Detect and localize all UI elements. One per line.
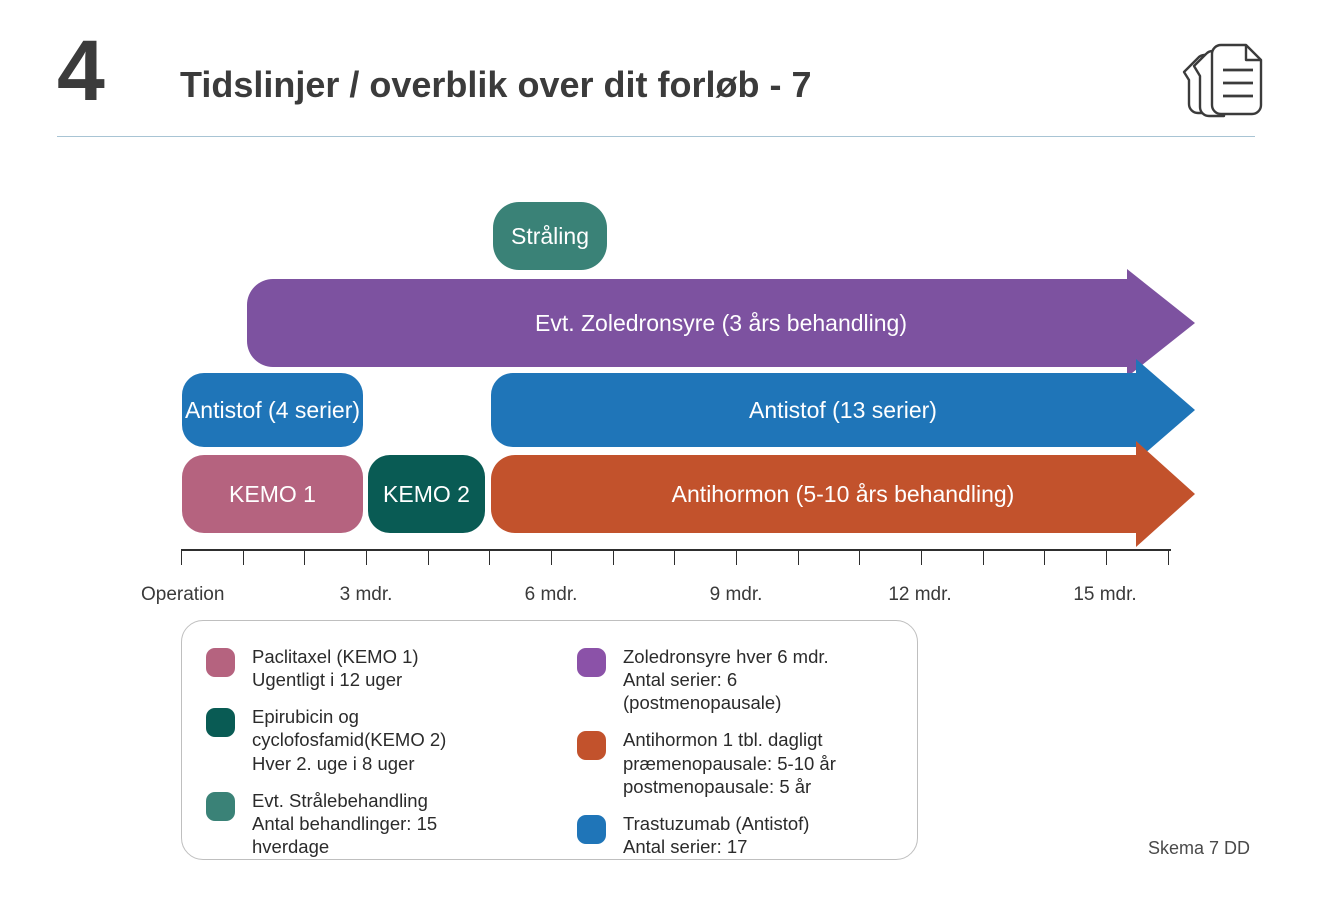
axis-tick (489, 549, 490, 565)
axis-tick (921, 549, 922, 565)
legend-swatch (577, 731, 606, 761)
documents-stack-icon (1168, 28, 1272, 132)
timeline-bar-antistof-4[interactable]: Antistof (4 serier) (182, 373, 363, 447)
legend-label: Trastuzumab (Antistof) Antal serier: 17 (623, 812, 810, 857)
legend-label: Zoledronsyre hver 6 mdr. Antal serier: 6… (623, 646, 829, 714)
axis-tick (798, 549, 799, 565)
legend-swatch (577, 648, 606, 677)
skema-note: Skema 7 DD (1148, 838, 1251, 858)
axis-tick (983, 549, 984, 565)
arrow-shape (491, 359, 1195, 461)
axis-tick (551, 549, 552, 565)
axis-tick (674, 549, 675, 565)
axis-tick (1168, 549, 1169, 565)
timeline-bar-antistof-13[interactable]: Antistof (13 serier) (491, 359, 1195, 461)
arrow-shape (491, 441, 1195, 547)
legend-swatch (206, 648, 235, 677)
legend-label: Paclitaxel (KEMO 1) Ugentligt i 12 uger (252, 646, 419, 691)
timeline-bar-label: KEMO 2 (383, 480, 470, 507)
legend-label: Epirubicin og cyclofosfamid(KEMO 2) Hver… (252, 706, 447, 774)
axis-label: 12 mdr. (888, 584, 952, 605)
axis-label: 3 mdr. (339, 584, 393, 605)
axis-tick (859, 549, 860, 565)
legend-swatch (206, 791, 235, 821)
legend-label: Evt. Strålebehandling Antal behandlinger… (252, 789, 438, 857)
legend-swatch (206, 708, 235, 738)
timeline-bar-zoledronsyre[interactable]: Evt. Zoledronsyre (3 års behandling) (247, 269, 1195, 377)
axis-label: 15 mdr. (1073, 584, 1137, 605)
legend-column-right: Zoledronsyre hver 6 mdr. Antal serier: 6… (577, 645, 907, 872)
timeline-bar-kemo-1[interactable]: KEMO 1 (182, 455, 363, 533)
arrow-shape (247, 269, 1195, 377)
axis-tick (366, 549, 367, 565)
axis-label: Operation (141, 584, 225, 605)
legend-item: Epirubicin og cyclofosfamid(KEMO 2) Hver… (206, 705, 556, 774)
timeline-bar-antihormon[interactable]: Antihormon (5-10 års behandling) (491, 441, 1195, 547)
axis-tick (1106, 549, 1107, 565)
axis-tick (243, 549, 244, 565)
timeline-bar-label: KEMO 1 (229, 480, 316, 507)
timeline-axis (181, 549, 1171, 551)
legend-swatch (577, 814, 606, 844)
axis-label: 6 mdr. (524, 584, 578, 605)
axis-tick (1044, 549, 1045, 565)
axis-tick (181, 549, 182, 565)
axis-tick (304, 549, 305, 565)
header-divider (57, 136, 1255, 137)
axis-tick (613, 549, 614, 565)
timeline-bar-label: Antistof (4 serier) (184, 396, 361, 423)
legend-item: Trastuzumab (Antistof) Antal serier: 17 (577, 812, 907, 858)
axis-tick (428, 549, 429, 565)
legend-item: Zoledronsyre hver 6 mdr. Antal serier: 6… (577, 645, 907, 714)
timeline-bar-kemo-2[interactable]: KEMO 2 (368, 455, 485, 533)
axis-label: 9 mdr. (709, 584, 763, 605)
slide-number: 4 (57, 23, 105, 119)
timeline-bar-straaling[interactable]: Stråling (493, 202, 607, 270)
axis-tick (736, 549, 737, 565)
legend-label: Antihormon 1 tbl. dagligt præmenopausale… (623, 729, 836, 797)
page-title: Tidslinjer / overblik over dit forløb - … (180, 64, 812, 105)
legend-item: Evt. Strålebehandling Antal behandlinger… (206, 789, 556, 858)
legend-item: Paclitaxel (KEMO 1) Ugentligt i 12 uger (206, 645, 556, 691)
legend-item: Antihormon 1 tbl. dagligt præmenopausale… (577, 728, 907, 797)
timeline-bar-label: Stråling (511, 222, 589, 249)
